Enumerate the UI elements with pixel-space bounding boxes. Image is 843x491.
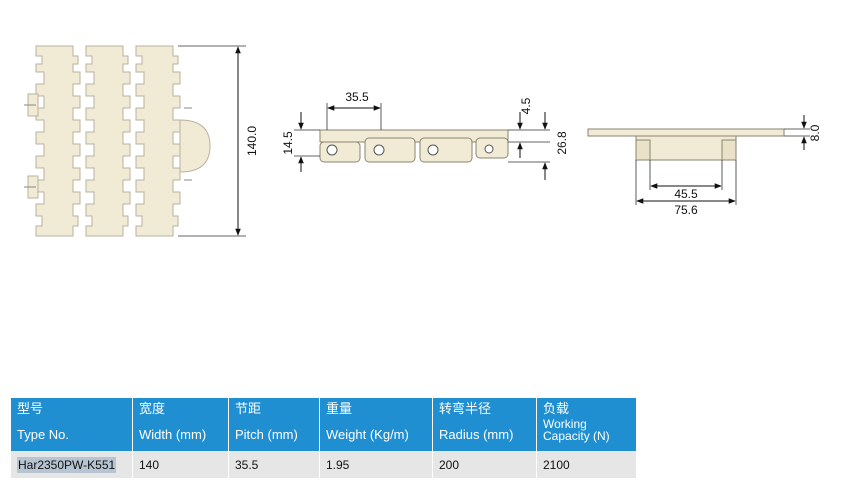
- header-width-zh: 宽度: [139, 401, 166, 416]
- spec-table-header: 型号 Type No. 宽度 Width (mm) 节距 Pitch (mm) …: [11, 398, 636, 451]
- header-radius: 转弯半径 Radius (mm): [432, 398, 537, 451]
- width-dimension: 140.0: [178, 45, 259, 237]
- cell-width: 140: [132, 451, 229, 478]
- spec-table: 型号 Type No. 宽度 Width (mm) 节距 Pitch (mm) …: [11, 398, 636, 478]
- header-width-en: Width (mm): [139, 427, 207, 442]
- side-view: 35.5 14.5 4.5 26.8: [281, 90, 569, 180]
- outer-width-dimension-label: 75.6: [674, 203, 698, 217]
- header-type: 型号 Type No.: [11, 398, 133, 451]
- total-height-dimension-label: 26.8: [555, 131, 569, 155]
- header-weight-zh: 重量: [326, 401, 353, 416]
- header-radius-en: Radius (mm): [439, 427, 514, 442]
- cell-radius: 200: [432, 451, 537, 478]
- width-dimension-label: 140.0: [245, 126, 259, 156]
- inner-width-dimension-label: 45.5: [674, 187, 698, 201]
- header-pitch-zh: 节距: [235, 401, 262, 416]
- header-weight: 重量 Weight (Kg/m): [319, 398, 433, 451]
- module-left: [35, 45, 81, 237]
- header-pitch: 节距 Pitch (mm): [228, 398, 320, 451]
- height-dimension-label: 14.5: [281, 131, 295, 155]
- thickness-dimension-label: 8.0: [808, 124, 822, 141]
- hinge-pins: [24, 93, 192, 199]
- offset-dimension-label: 4.5: [519, 97, 533, 114]
- header-type-en: Type No.: [17, 427, 70, 442]
- cell-capacity: 2100: [536, 451, 636, 478]
- header-capacity-en-line1: Working: [543, 417, 587, 431]
- header-capacity-zh: 负载: [543, 401, 570, 416]
- end-view: 45.5 75.6 8.0: [587, 115, 822, 217]
- module-right: [135, 45, 211, 237]
- header-capacity-en-line2: Capacity (N): [543, 429, 610, 443]
- header-radius-zh: 转弯半径: [439, 401, 492, 416]
- front-view: 140.0: [24, 45, 259, 237]
- pitch-dimension-label: 35.5: [345, 90, 369, 104]
- cell-type-no: Har2350PW-K551: [11, 451, 133, 478]
- header-pitch-en: Pitch (mm): [235, 427, 298, 442]
- cell-weight: 1.95: [319, 451, 433, 478]
- header-type-zh: 型号: [17, 401, 44, 416]
- spec-table-row: Har2350PW-K551 140 35.5 1.95 200 2100: [11, 451, 636, 478]
- header-weight-en: Weight (Kg/m): [326, 427, 409, 442]
- technical-drawing: 140.0 35.5 14.5 4.5 26.8: [24, 45, 822, 237]
- header-width: 宽度 Width (mm): [132, 398, 229, 451]
- type-no-value: Har2350PW-K551: [17, 456, 117, 473]
- module-middle: [85, 45, 131, 237]
- cell-pitch: 35.5: [228, 451, 320, 478]
- header-capacity: 负载 Working Capacity (N): [536, 398, 636, 451]
